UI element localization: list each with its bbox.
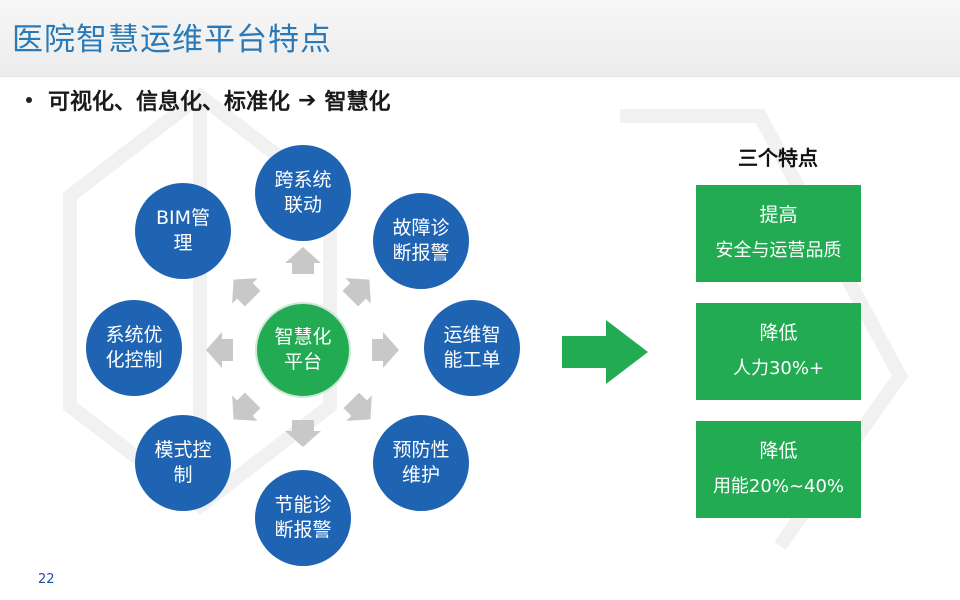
features-heading: 三个特点 bbox=[738, 146, 818, 170]
arrow-down-right-icon bbox=[338, 387, 384, 433]
center-circle: 智慧化 平台 bbox=[255, 302, 351, 398]
circle-fault-diagnosis-alarm: 故障诊 断报警 bbox=[373, 193, 469, 289]
bullet-text: 可视化、信息化、标准化 bbox=[48, 90, 291, 115]
feature-detail: 人力30%+ bbox=[732, 358, 825, 379]
right-arrow-icon: ➔ bbox=[298, 87, 317, 113]
feature-title: 降低 bbox=[759, 322, 798, 344]
arrow-left-icon bbox=[206, 332, 233, 368]
circle-energy-diagnosis-alarm: 节能诊 断报警 bbox=[255, 470, 351, 566]
circle-bim-management: BIM管 理 bbox=[135, 183, 231, 279]
feature-title: 降低 bbox=[759, 440, 798, 462]
arrow-up-right-icon bbox=[337, 266, 383, 312]
circle-cross-system-linkage: 跨系统 联动 bbox=[255, 145, 351, 241]
bullet-result: 智慧化 bbox=[324, 90, 391, 115]
feature-title: 提高 bbox=[759, 204, 798, 226]
bullet-dot bbox=[26, 97, 32, 103]
arrow-down-left-icon bbox=[220, 387, 266, 433]
circle-mode-control: 模式控 制 bbox=[135, 415, 231, 511]
arrow-right-icon bbox=[372, 332, 399, 368]
circle-smart-work-order: 运维智 能工单 bbox=[424, 300, 520, 396]
big-right-arrow-icon bbox=[562, 320, 648, 384]
title-bar: 医院智慧运维平台特点 bbox=[0, 0, 960, 77]
circle-preventive-maintenance: 预防性 维护 bbox=[373, 415, 469, 511]
page-number: 22 bbox=[38, 572, 55, 587]
feature-detail: 安全与运营品质 bbox=[715, 240, 842, 261]
arrow-up-left-icon bbox=[220, 266, 266, 312]
circle-system-optimization: 系统优 化控制 bbox=[86, 300, 182, 396]
feature-detail: 用能20%~40% bbox=[712, 476, 845, 497]
arrow-down-icon bbox=[285, 420, 321, 447]
bullet-point: 可视化、信息化、标准化 ➔ 智慧化 bbox=[26, 84, 390, 116]
feature-box-energy: 降低 用能20%~40% bbox=[696, 421, 861, 518]
feature-box-quality: 提高 安全与运营品质 bbox=[696, 185, 861, 282]
feature-box-labor: 降低 人力30%+ bbox=[696, 303, 861, 400]
slide-title: 医院智慧运维平台特点 bbox=[12, 22, 332, 58]
arrow-up-icon bbox=[285, 247, 321, 274]
